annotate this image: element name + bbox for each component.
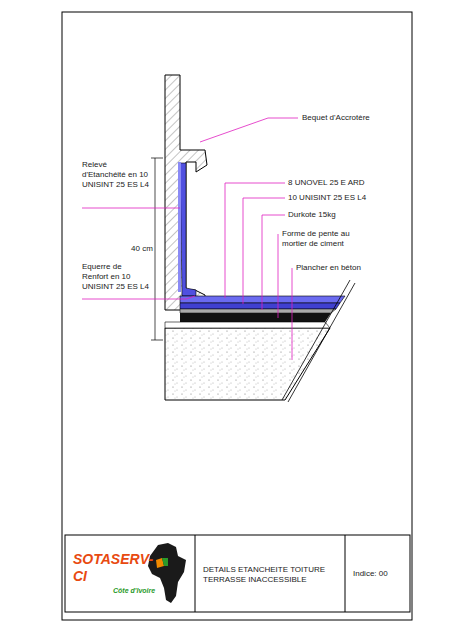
callout-label: Equerre de Renfort en 10 UNISINT 25 ES L…: [82, 262, 150, 292]
callout-label: Durkote 15kg: [288, 210, 388, 220]
index-cell: Indice: 00: [347, 537, 408, 610]
callout-label: Bequet d'Accrotère: [302, 113, 412, 123]
callout-label: 8 UNOVEL 25 E ARD: [288, 178, 398, 188]
callout-label: Forme de pente au mortier de ciment: [282, 229, 358, 249]
title-cell: DETAILS ETANCHEITE TOITURE TERRASSE INAC…: [197, 537, 343, 610]
cell-text: Côte d'Ivoire: [113, 587, 191, 595]
callout-label: Plancher en béton: [296, 263, 396, 273]
cell-text: DETAILS ETANCHEITE TOITURE TERRASSE INAC…: [203, 565, 337, 584]
logo-cell: SOTASERV-CI Côte d'Ivoire: [67, 537, 193, 610]
callout-label: Relevé d'Etanchéité en 10 UNISINT 25 ES …: [82, 160, 150, 190]
cell-text: Indice: 00: [353, 569, 402, 579]
callout-label: 40 cm: [130, 244, 154, 254]
cell-text: SOTASERV-CI: [73, 551, 151, 585]
callout-label: 10 UNISINT 25 ES L4: [288, 193, 398, 203]
